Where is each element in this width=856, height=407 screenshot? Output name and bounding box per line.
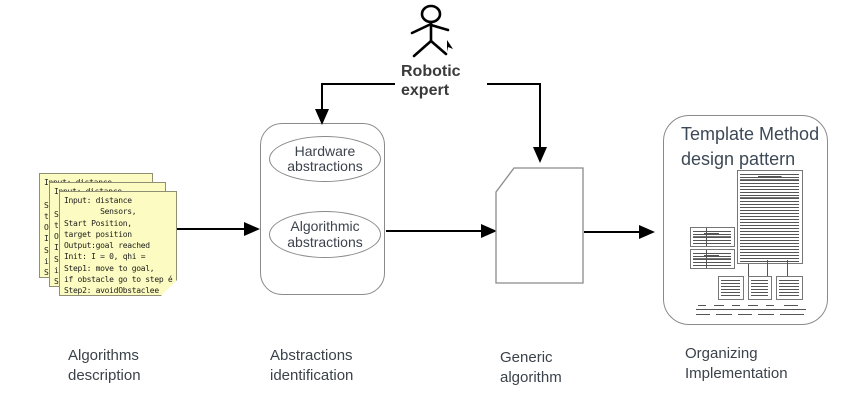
uml-subclass-box-1 bbox=[718, 276, 744, 300]
uml-side-table-2 bbox=[690, 249, 735, 269]
robotic-expert-label: Robotic expert bbox=[401, 63, 461, 99]
cursor-icon bbox=[447, 40, 453, 52]
arrow-notes-to-abstractions-head bbox=[244, 222, 260, 236]
expert-arrow-to-abstractions bbox=[315, 109, 329, 125]
template-method-title: Template Method design pattern bbox=[681, 124, 820, 169]
algorithmic-abstractions-ellipse: Algorithmic abstractions bbox=[269, 211, 381, 258]
expert-arrow-to-generic bbox=[533, 147, 547, 163]
uml-subclass-box-2 bbox=[748, 276, 772, 300]
uml-main-class-header bbox=[740, 173, 799, 180]
expert-line-right-drop bbox=[539, 83, 541, 148]
expert-line-left-drop bbox=[321, 83, 323, 110]
caption-algorithms-description: Algorithms description bbox=[68, 347, 141, 384]
uml-subclass-box-3 bbox=[776, 276, 803, 300]
uml-main-class-box bbox=[737, 170, 803, 264]
generic-algorithm-shape bbox=[495, 167, 584, 284]
uml-connector bbox=[787, 260, 788, 276]
arrow-abstractions-to-generic-head bbox=[481, 224, 497, 238]
caption-organizing-implementation: Organizing Implementation bbox=[685, 345, 788, 382]
uml-side-table-1 bbox=[690, 227, 735, 247]
caption-abstractions-identification: Abstractions identification bbox=[270, 347, 354, 384]
algorithmic-abstractions-label: Algorithmic abstractions bbox=[287, 218, 363, 250]
uml-connector bbox=[767, 260, 768, 276]
arrow-generic-to-template-head bbox=[639, 225, 655, 239]
expert-line-left bbox=[321, 83, 395, 85]
stick-figure-icon bbox=[410, 4, 453, 58]
arrow-abstractions-to-generic-line bbox=[386, 230, 481, 232]
uml-bottom-rule bbox=[696, 309, 806, 310]
sticky-note-front: Input: distance Sensors, Start Position,… bbox=[59, 191, 177, 296]
uml-attributes-section bbox=[740, 180, 799, 198]
hardware-abstractions-ellipse: Hardware abstractions bbox=[269, 136, 381, 182]
uml-connector bbox=[748, 264, 749, 276]
uml-diagram-thumbnail bbox=[688, 168, 818, 318]
expert-line-right bbox=[487, 83, 541, 85]
note-text: Input: distance Sensors, Start Position,… bbox=[64, 196, 173, 296]
arrow-notes-to-abstractions-line bbox=[177, 228, 245, 230]
arrow-generic-to-template-line bbox=[584, 231, 639, 233]
hardware-abstractions-label: Hardware abstractions bbox=[287, 142, 363, 174]
caption-generic-algorithm: Generic algorithm bbox=[500, 349, 562, 386]
